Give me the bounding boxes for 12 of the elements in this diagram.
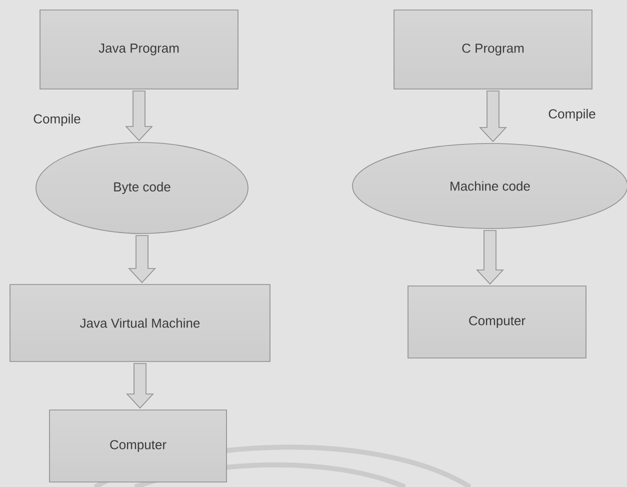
process-box: C Program [394,10,592,90]
edge-label: Compile [548,108,596,122]
block-arrow [128,235,156,284]
process-box: Computer [49,410,227,482]
block-arrow [476,230,504,285]
block-arrow [125,90,153,142]
block-arrow [479,90,507,142]
process-box: Java Program [40,10,238,90]
process-box: Computer [408,286,586,358]
edge-label: Compile [34,114,80,126]
process-box: Java Virtual Machine [10,284,270,362]
block-arrow [126,363,154,409]
